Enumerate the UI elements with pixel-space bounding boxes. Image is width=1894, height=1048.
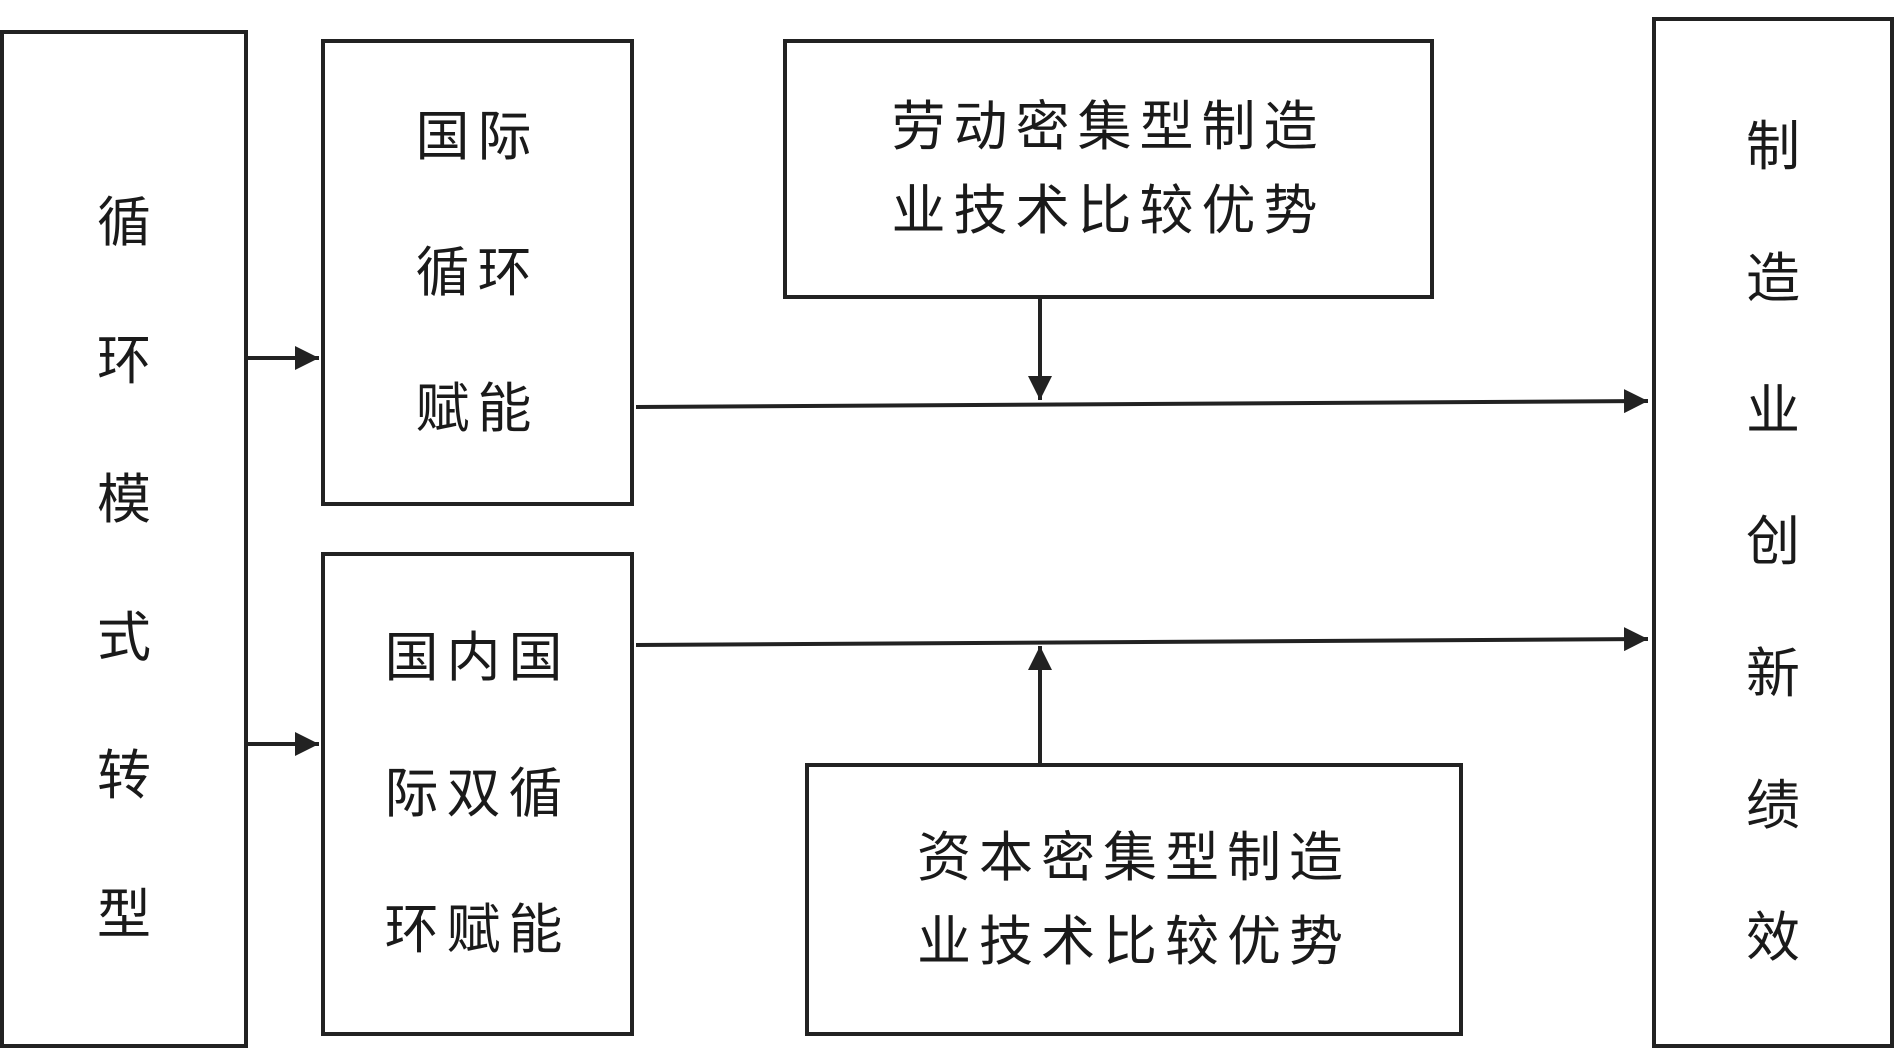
label-line: 国际 <box>415 104 540 168</box>
label-char: 循 <box>97 191 151 255</box>
label-char: 型 <box>97 882 151 946</box>
label-line: 国内国 <box>384 626 571 689</box>
label-char: 模 <box>97 467 151 531</box>
cycle-mode-transformation-box: 循 环 模 式 转 型 <box>0 30 248 1048</box>
international-cycle-empowerment-label: 国际 循环 赋能 <box>416 69 540 477</box>
label-line: 劳动密集型制造 <box>891 95 1326 158</box>
label-line: 循环 <box>415 240 540 304</box>
label-char: 环 <box>97 329 151 393</box>
label-line: 资本密集型制造 <box>917 825 1351 889</box>
label-char: 式 <box>97 606 151 670</box>
label-line: 际双循 <box>384 762 571 825</box>
label-char: 绩 <box>1746 774 1800 838</box>
arrow-international-to-performance <box>635 389 1649 414</box>
label-line: 环赋能 <box>384 898 571 961</box>
label-char: 新 <box>1746 642 1800 706</box>
dual-cycle-empowerment-label: 国内国 际双循 环赋能 <box>385 590 571 998</box>
label-line: 业技术比较优势 <box>891 179 1326 242</box>
label-line: 赋能 <box>415 376 540 440</box>
label-line: 业技术比较优势 <box>917 909 1351 973</box>
arrow-dual-to-performance <box>635 627 1649 652</box>
label-char: 转 <box>97 744 151 808</box>
label-char: 业 <box>1746 378 1800 442</box>
label-char: 创 <box>1746 510 1800 574</box>
manufacturing-innovation-performance-label: 制 造 业 创 新 绩 效 <box>1746 21 1800 1044</box>
manufacturing-innovation-performance-box: 制 造 业 创 新 绩 效 <box>1652 17 1894 1048</box>
labor-intensive-advantage-box: 劳动密集型制造 业技术比较优势 <box>783 39 1434 299</box>
label-char: 制 <box>1746 114 1800 178</box>
capital-intensive-advantage-box: 资本密集型制造 业技术比较优势 <box>805 763 1463 1036</box>
dual-cycle-empowerment-box: 国内国 际双循 环赋能 <box>321 552 634 1036</box>
label-char: 效 <box>1746 905 1800 969</box>
international-cycle-empowerment-box: 国际 循环 赋能 <box>321 39 634 506</box>
cycle-mode-transformation-label: 循 环 模 式 转 型 <box>97 34 151 1044</box>
capital-intensive-advantage-label: 资本密集型制造 业技术比较优势 <box>917 816 1351 984</box>
labor-intensive-advantage-label: 劳动密集型制造 业技术比较优势 <box>892 85 1326 253</box>
label-char: 造 <box>1746 246 1800 310</box>
